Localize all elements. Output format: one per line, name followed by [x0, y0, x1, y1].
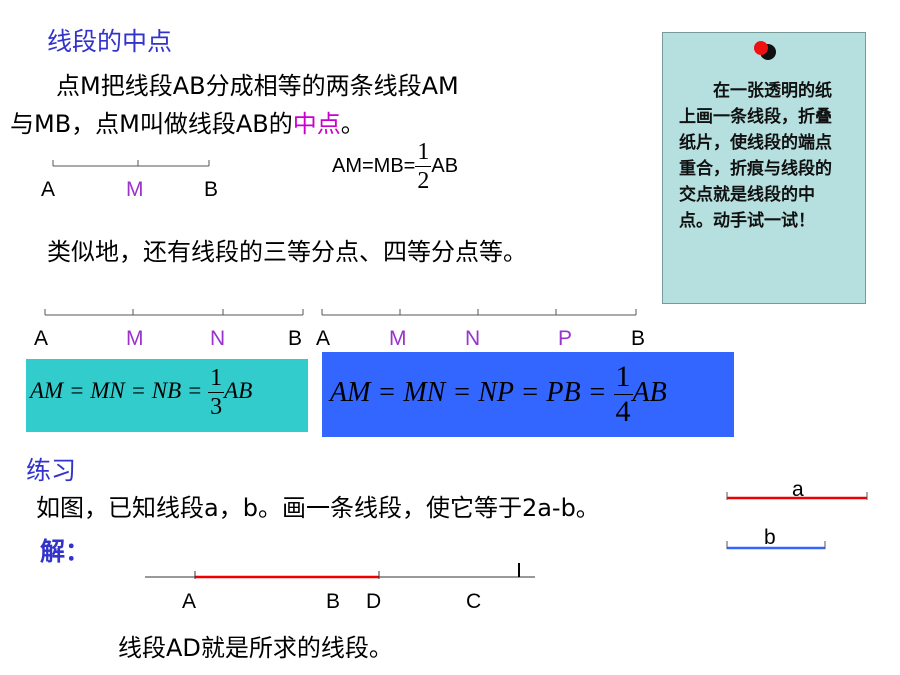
tri-point-b: B — [288, 327, 303, 350]
constr-point-a: A — [182, 590, 197, 613]
definition-line-2: 与MB，点M叫做线段AB的中点。 — [10, 104, 365, 139]
given-segment-b — [726, 541, 826, 550]
midpoint-term: 中点 — [292, 110, 341, 138]
point-b-label: B — [204, 178, 219, 201]
quad-point-n: N — [465, 327, 481, 350]
page-title: 线段的中点 — [47, 27, 173, 56]
fraction-num: 1 — [415, 139, 432, 167]
fraction-den: 2 — [417, 168, 430, 194]
quad-point-a: A — [316, 327, 331, 350]
segment-a-label: a — [792, 478, 804, 501]
trisection-formula-box — [26, 359, 308, 432]
segment-b-label: b — [764, 526, 776, 549]
eq-third-right: AB — [224, 377, 253, 403]
quadrisection-formula-box — [322, 352, 734, 437]
definition-text: 与MB，点M叫做线段AB的 — [10, 110, 293, 138]
tri-point-n: N — [210, 327, 226, 350]
fraction-num: 1 — [613, 360, 633, 395]
definition-period: 。 — [340, 110, 365, 138]
eq-right: AB — [431, 154, 459, 177]
definition-line-1: 点M把线段AB分成相等的两条线段AM — [56, 72, 459, 100]
tip-note-panel — [662, 32, 866, 304]
answer-text: 线段AD就是所求的线段。 — [118, 634, 393, 662]
point-m-label: M — [126, 178, 144, 201]
exercise-question: 如图，已知线段a，b。画一条线段，使它等于2a-b。 — [36, 494, 600, 522]
construction-line — [145, 563, 535, 579]
exercise-heading: 练习 — [26, 456, 77, 485]
constr-point-d: D — [366, 590, 382, 613]
given-segment-a — [726, 492, 868, 500]
quad-point-p: P — [558, 327, 573, 350]
tip-note-content: 在一张透明的纸上画一条线段，折叠纸片，使线段的端点重合，折痕与线段的交点就是线段… — [679, 81, 832, 231]
eq-left: AM=MB= — [332, 154, 416, 177]
segment-quadrisection — [321, 309, 637, 316]
tip-note-text: 在一张透明的纸上画一条线段，折叠纸片，使线段的端点重合，折痕与线段的交点就是线段… — [679, 78, 847, 234]
tri-point-a: A — [34, 327, 49, 350]
solution-label: 解： — [40, 537, 91, 566]
eq-quarter-left: AM = MN = NP = PB = — [330, 376, 614, 408]
segment-ab-midpoint — [52, 160, 210, 167]
fraction-den: 3 — [210, 394, 223, 420]
eq-quarter-right: AB — [632, 376, 667, 408]
tri-point-m: M — [126, 327, 144, 350]
fraction-den: 4 — [615, 395, 631, 428]
eq-third-left: AM = MN = NB = — [30, 377, 209, 403]
constr-point-c: C — [466, 590, 482, 613]
quad-point-m: M — [389, 327, 407, 350]
constr-point-b: B — [326, 590, 341, 613]
point-a-label: A — [41, 178, 56, 201]
similar-text: 类似地，还有线段的三等分点、四等分点等。 — [47, 238, 527, 266]
segment-trisection — [44, 309, 304, 316]
fraction-num: 1 — [208, 365, 225, 393]
quad-point-b: B — [631, 327, 646, 350]
